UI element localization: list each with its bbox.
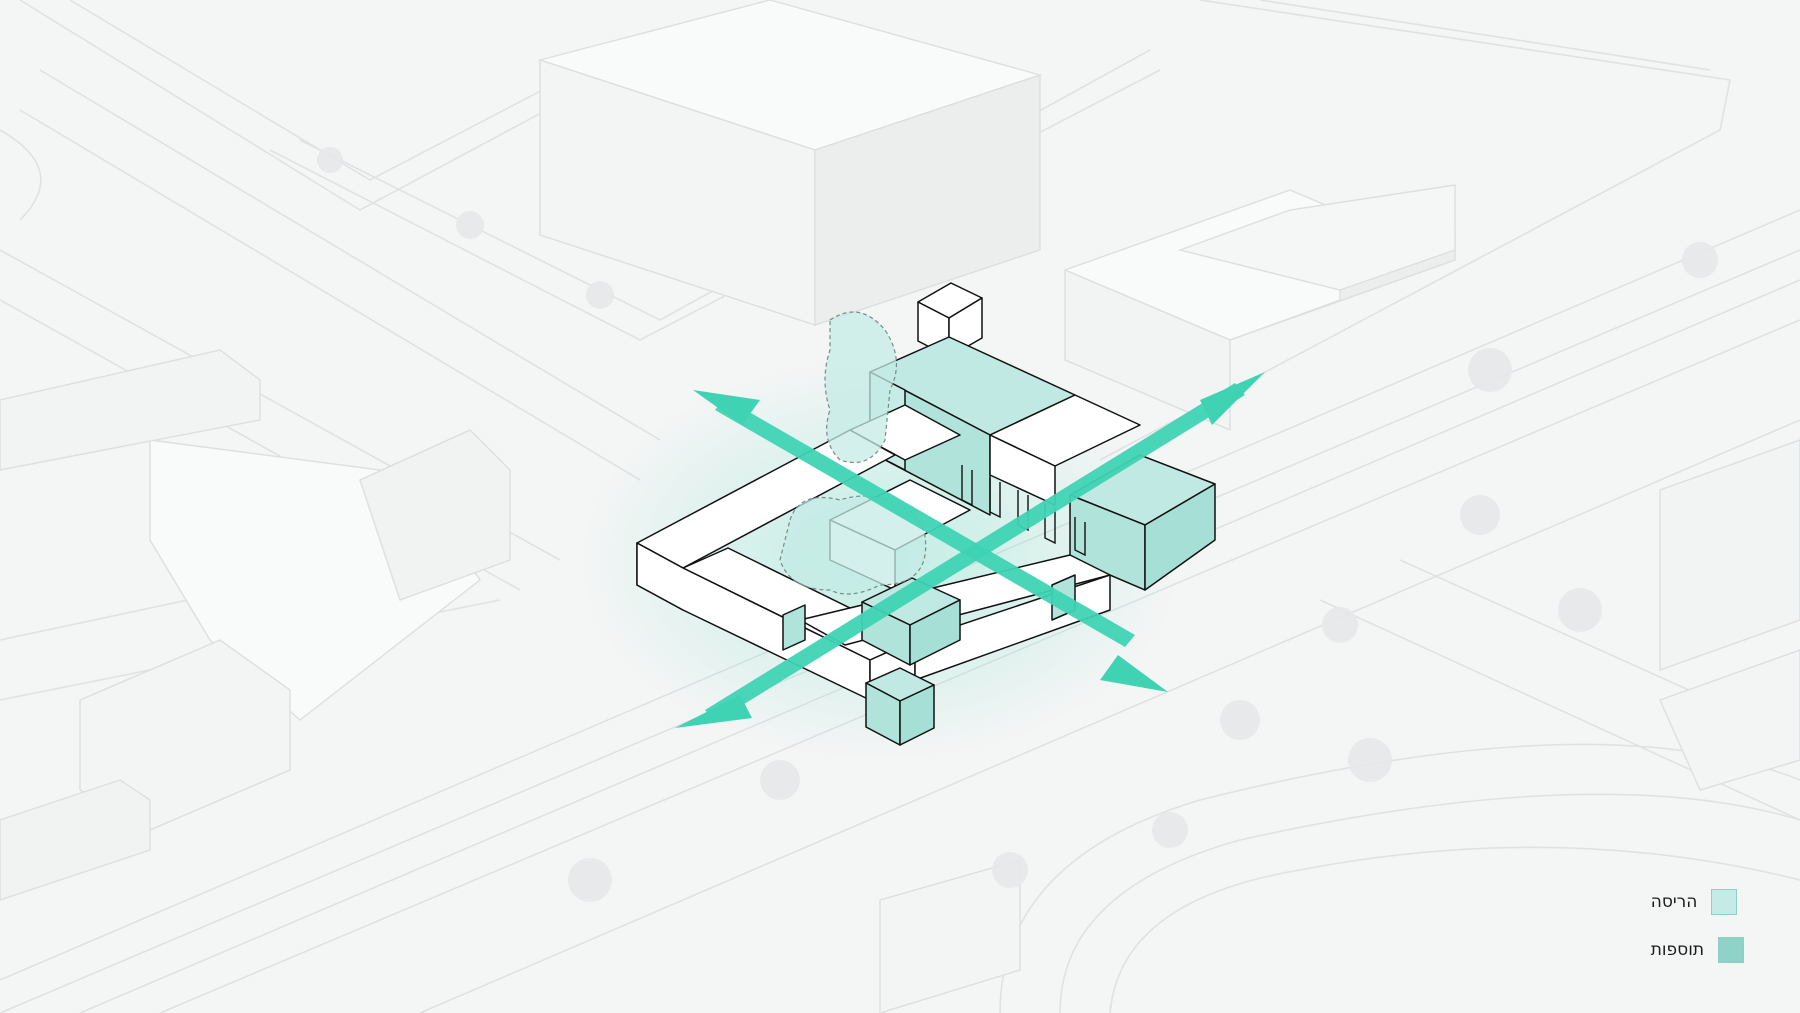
axis-southwest-northeast (705, 383, 1245, 722)
road-upper-edge-c (19, 109, 641, 481)
building-left-block-a (359, 429, 511, 601)
tree-8 (1220, 700, 1260, 740)
tree-12 (760, 760, 800, 800)
legend: הריסה תוספות (1651, 889, 1744, 963)
addition-bottom-side (899, 684, 935, 746)
road-loop-top-inner (69, 0, 601, 181)
legend-label-demolition: הריסה (1650, 892, 1698, 912)
column-5 (1074, 517, 1086, 557)
tree-3 (586, 281, 614, 309)
addition-link-left (782, 604, 806, 651)
addition-center-side (909, 599, 961, 666)
road-curve-left (0, 129, 42, 221)
building-right-upper (1177, 184, 1456, 291)
tower-top-center-right (814, 74, 1041, 326)
tree-6 (1558, 588, 1602, 632)
column-1 (961, 465, 973, 507)
axis-northwest-southeast (715, 398, 1135, 647)
building-left-block-d (0, 349, 261, 471)
legend-swatch-demolition (1711, 889, 1738, 915)
tree-4 (1468, 348, 1512, 392)
arrow-southwest-icon (675, 695, 752, 728)
movement-arrows (675, 372, 1265, 728)
legend-swatch-additions (1718, 937, 1744, 963)
building-bottom-center (879, 859, 1021, 1013)
path-lower-right-a (999, 743, 1800, 1013)
tree-13 (992, 852, 1028, 888)
column-2 (989, 478, 1001, 519)
legend-label-additions: תוספות (1650, 940, 1704, 960)
tree-11 (568, 858, 612, 902)
legend-row-additions: תוספות (1651, 937, 1744, 963)
tree-14 (1682, 242, 1718, 278)
arrow-southeast-icon (1100, 655, 1168, 692)
building-left-block-b (79, 639, 291, 831)
tree-9 (1348, 738, 1392, 782)
arrow-northwest-icon (693, 390, 760, 425)
road-upper-edge-d (39, 69, 661, 441)
arrow-northeast-icon (1200, 372, 1265, 425)
demolition-ghost-upper (824, 311, 898, 464)
legend-row-demolition: הריסה (1651, 889, 1744, 915)
context-trees (317, 147, 1718, 902)
building-right-lower-b (1659, 649, 1800, 791)
path-lower-right-b (1059, 793, 1800, 1013)
addition-right-side (1144, 483, 1216, 591)
building-right-lower-a (1659, 439, 1800, 671)
tree-1 (317, 147, 343, 173)
road-main-edge-e (419, 419, 1800, 1013)
tree-5 (1460, 495, 1500, 535)
tree-7 (1322, 607, 1358, 643)
road-right-top-a (1099, 0, 1731, 461)
demolition-ghost-lower (779, 495, 927, 595)
tree-2 (456, 211, 484, 239)
road-right-top-b (1259, 0, 1711, 71)
demolition-ghosts (779, 311, 927, 595)
building-left-block-c (0, 779, 151, 901)
path-lower-right-c (1109, 846, 1800, 1013)
tree-10 (1152, 812, 1188, 848)
building-right-front (1064, 268, 1231, 432)
column-4 (1044, 503, 1056, 545)
